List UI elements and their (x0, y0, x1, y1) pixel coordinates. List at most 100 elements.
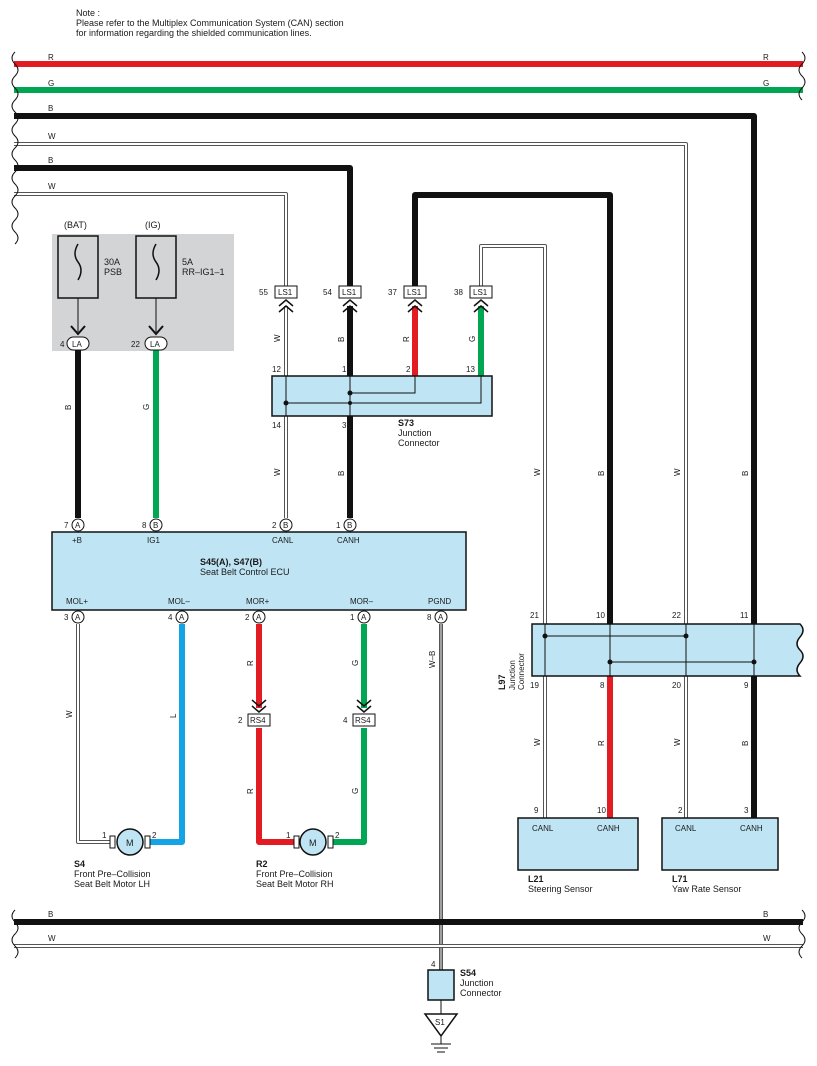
svg-text:8: 8 (427, 613, 432, 622)
note-line-3: for information regarding the shielded c… (76, 28, 312, 38)
svg-text:4: 4 (343, 716, 348, 725)
svg-text:13: 13 (466, 365, 475, 374)
svg-text:MOR–: MOR– (350, 597, 374, 606)
svg-text:20: 20 (672, 681, 681, 690)
label-wire-w-l97-21: W (533, 468, 542, 476)
motor-lh-icon (116, 828, 144, 856)
label-wire-r-mor-lower: R (246, 788, 255, 794)
wire-b-l97-11 (14, 113, 757, 624)
svg-text:2: 2 (238, 716, 243, 725)
svg-text:Connector: Connector (517, 653, 526, 690)
svg-text:4: 4 (431, 960, 436, 969)
fuse-rr-ig1-1: (IG) 5A RR–IG1–1 (135, 220, 225, 336)
svg-text:RS4: RS4 (355, 716, 371, 725)
label-wire-b-ls1-54: B (337, 337, 346, 342)
svg-text:MOL–: MOL– (168, 597, 190, 606)
svg-text:A: A (75, 613, 81, 622)
label-bus-w-bottom-right: W (763, 934, 771, 943)
seat-belt-control-ecu: S45(A), S47(B) Seat Belt Control ECU A 7… (51, 518, 467, 624)
connector-rs4-g: RS4 4 (343, 699, 376, 727)
svg-text:2: 2 (406, 365, 411, 374)
label-wire-b-l97-10: B (597, 471, 606, 476)
connector-ls1-54: LS1 54 (323, 285, 362, 313)
svg-text:22: 22 (672, 611, 681, 620)
svg-text:2: 2 (272, 521, 277, 530)
yaw-rate-sensor-l71: 2 3 CANL CANH L71 Yaw Rate Sensor (661, 806, 779, 894)
label-wire-w-l71: W (673, 738, 682, 746)
ecu-pin-ig1: B 8 IG1 (142, 518, 163, 545)
motor-lh: M 1 2 S4 Front Pre–Collision Seat Belt M… (74, 828, 157, 889)
svg-text:A: A (361, 613, 367, 622)
svg-text:22: 22 (131, 340, 140, 349)
svg-text:Front Pre–Collision: Front Pre–Collision (256, 869, 333, 879)
svg-text:RS4: RS4 (250, 716, 266, 725)
svg-text:B: B (153, 521, 158, 530)
svg-text:Front Pre–Collision: Front Pre–Collision (74, 869, 151, 879)
svg-text:CANH: CANH (337, 536, 360, 545)
fuse-ig-icon (152, 243, 160, 281)
svg-text:Junction: Junction (398, 428, 432, 438)
svg-text:Yaw Rate Sensor: Yaw Rate Sensor (672, 884, 741, 894)
svg-text:14: 14 (272, 421, 281, 430)
svg-text:54: 54 (323, 288, 332, 297)
connector-la-bat: LA 4 (60, 336, 90, 351)
right-bus-break (798, 51, 806, 959)
svg-text:12: 12 (272, 365, 281, 374)
label-wire-l-mol: L (169, 713, 178, 718)
svg-text:2: 2 (335, 831, 340, 840)
label-wire-r-mor-upper: R (246, 660, 255, 666)
svg-text:1: 1 (336, 521, 341, 530)
wire-w-mol-plus (76, 624, 112, 844)
svg-text:19: 19 (530, 681, 539, 690)
fuse-ig-source: (IG) (145, 220, 161, 230)
wire-w-ls1-38-l97-21 (479, 244, 547, 624)
wire-b-ls1-54 (14, 165, 353, 287)
svg-text:+B: +B (72, 536, 82, 545)
label-bus-b1: B (48, 104, 53, 113)
svg-text:Steering Sensor: Steering Sensor (528, 884, 593, 894)
fuse-ig-name: RR–IG1–1 (182, 267, 225, 277)
svg-text:2: 2 (678, 806, 683, 815)
svg-text:B: B (347, 521, 352, 530)
svg-text:A: A (75, 521, 81, 530)
label-wire-r-ls1-37: R (402, 336, 411, 342)
wire-r-mor-plus-lower (256, 728, 296, 845)
svg-text:8: 8 (600, 681, 605, 690)
label-wire-b-l71: B (741, 741, 750, 746)
svg-text:S54: S54 (460, 968, 476, 978)
note-line-2: Please refer to the Multiplex Communicat… (76, 18, 344, 28)
label-wire-w-l21: W (533, 738, 542, 746)
svg-text:2: 2 (152, 831, 157, 840)
svg-text:MOR+: MOR+ (246, 597, 270, 606)
label-wire-r-l21: R (597, 740, 606, 746)
ecu-pin-canh: B 1 CANH (336, 518, 360, 545)
connector-ls1-55: LS1 55 (259, 285, 298, 313)
svg-text:CANL: CANL (272, 536, 294, 545)
label-bus-r-right: R (763, 53, 769, 62)
svg-text:38: 38 (454, 288, 463, 297)
ecu-pin-mor-plus: MOR+ A 2 (245, 597, 270, 624)
connector-ls1-38: LS1 38 (454, 285, 493, 313)
svg-text:CANL: CANL (675, 824, 697, 833)
svg-text:L71: L71 (672, 874, 688, 884)
left-bus-break (11, 51, 19, 959)
svg-text:L97: L97 (497, 674, 507, 690)
svg-text:LA: LA (150, 340, 160, 349)
svg-text:4: 4 (60, 340, 65, 349)
svg-text:MOL+: MOL+ (66, 597, 88, 606)
svg-text:Connector: Connector (398, 438, 440, 448)
ecu-pin-mol-plus: MOL+ A 3 (64, 597, 88, 624)
ground-icon (423, 1013, 459, 1038)
label-bus-b-bottom-left: B (48, 910, 53, 919)
label-bus-w1: W (48, 132, 56, 141)
label-bus-b-bottom-right: B (763, 910, 768, 919)
label-wire-g-mor-upper: G (351, 660, 360, 666)
label-wire-wb-pgnd: W–B (428, 651, 437, 668)
svg-text:R2: R2 (256, 859, 268, 869)
svg-text:11: 11 (740, 611, 749, 620)
svg-text:S1: S1 (435, 1018, 445, 1027)
label-bus-g-right: G (763, 79, 769, 88)
ecu-name: Seat Belt Control ECU (200, 567, 290, 577)
